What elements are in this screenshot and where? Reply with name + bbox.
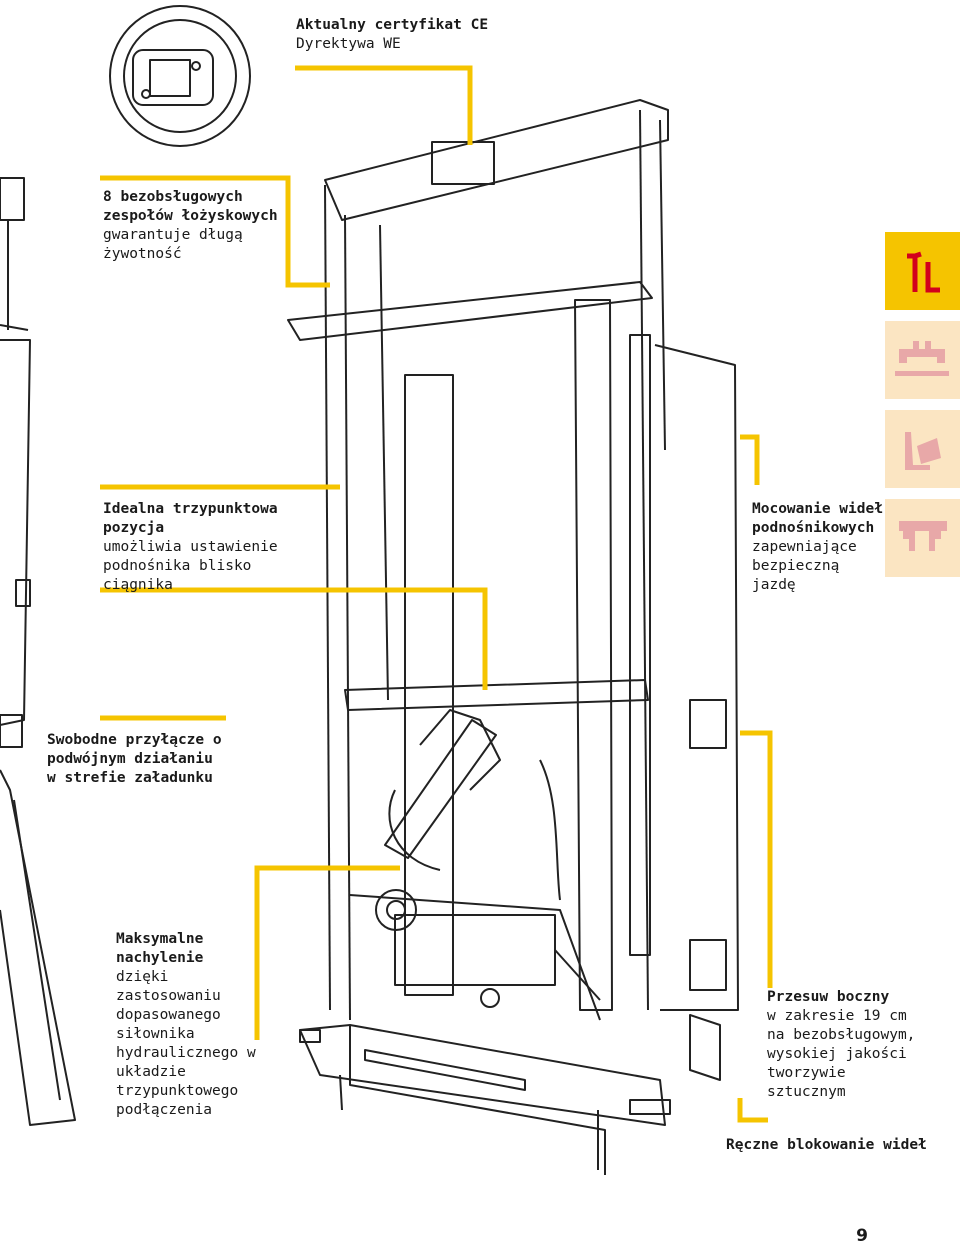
callout-bearings: 8 bezobsługowych zespołów łożyskowych gw… [103,188,283,264]
callout-tilt: Maksymalne nachylenie dzięki zastosowani… [116,930,261,1120]
side-tab-lift-frame[interactable] [885,232,960,310]
callout-three-point: Idealna trzypunktowa pozycja umożliwia u… [103,500,303,595]
callout-title: 8 bezobsługowych zespołów łożyskowych [103,189,278,224]
callout-desc: zapewniające bezpieczną jazdę [752,539,857,593]
callout-desc: w zakresie 19 cm na bezobsługowym, wysok… [767,1008,916,1100]
callout-title: Mocowanie wideł podnośnikowych [752,501,883,536]
callout-connection: Swobodne przyłącze o podwójnym działaniu… [47,731,227,788]
lift-frame-icon [907,251,940,293]
callout-desc: Dyrektywa WE [296,36,401,52]
clamp-icon [899,521,947,551]
callout-desc: dzięki zastosowaniu dopasowanego siłowni… [116,969,256,1118]
callout-lock: Ręczne blokowanie wideł [726,1136,946,1155]
callout-desc: umożliwia ustawienie podnośnika blisko c… [103,539,278,593]
tipping-icon [905,432,941,470]
callout-desc: gwarantuje długą żywotność [103,227,243,262]
callout-title: Ręczne blokowanie wideł [726,1137,927,1153]
callout-fork-mount: Mocowanie wideł podnośnikowych zapewniaj… [752,500,887,595]
callout-side-shift: Przesuw boczny w zakresie 19 cm na bezob… [767,988,927,1102]
pallet-icon [895,341,949,376]
side-tab-clamp[interactable] [885,499,960,577]
callout-title: Aktualny certyfikat CE [296,17,489,33]
callout-title: Swobodne przyłącze o podwójnym działaniu… [47,732,222,786]
callout-title: Idealna trzypunktowa pozycja [103,501,278,536]
callout-title: Maksymalne nachylenie [116,931,204,966]
page-number: 9 [856,1226,868,1246]
side-tab-pallet[interactable] [885,321,960,399]
callout-title: Przesuw boczny [767,989,890,1005]
callout-ce: Aktualny certyfikat CE Dyrektywa WE [296,16,496,54]
side-tab-tipping[interactable] [885,410,960,488]
